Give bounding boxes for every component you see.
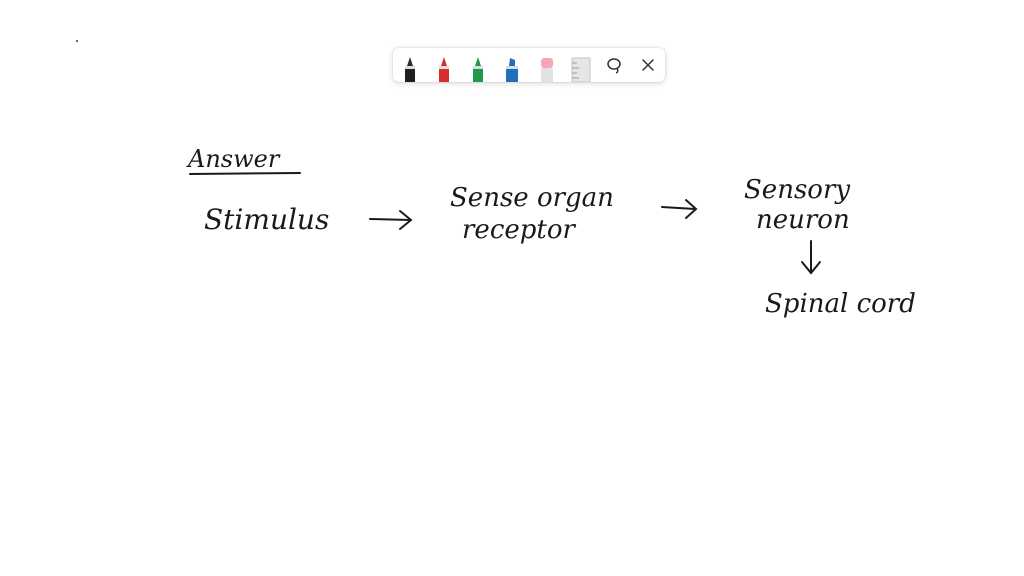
eraser-tool[interactable] xyxy=(534,48,560,82)
ruler-icon xyxy=(571,57,591,82)
node-sensory-line1: Sensory xyxy=(744,175,850,205)
eraser-icon xyxy=(541,58,553,82)
node-stimulus: Stimulus xyxy=(204,203,329,236)
arrow-right-1 xyxy=(369,210,413,230)
close-toolbar-button[interactable] xyxy=(635,48,661,82)
node-spinal-cord: Spinal cord xyxy=(765,289,916,319)
ruler-tool[interactable] xyxy=(568,48,594,82)
pen-red-icon xyxy=(439,57,449,82)
stray-ink-dot xyxy=(76,40,78,42)
node-sense-organ-line2: receptor xyxy=(462,215,577,245)
node-sense-organ-line1: Sense organ xyxy=(450,183,614,213)
highlighter-blue-icon xyxy=(506,58,518,82)
pen-green-tool[interactable] xyxy=(465,48,491,82)
arrow-down xyxy=(801,240,821,275)
lasso-select-tool[interactable] xyxy=(601,48,627,82)
node-sensory-line2: neuron xyxy=(756,205,850,235)
close-icon xyxy=(642,59,654,71)
pen-green-icon xyxy=(473,57,483,82)
heading-answer: Answer xyxy=(186,145,281,173)
ink-toolbar xyxy=(393,48,665,82)
heading-underline xyxy=(189,172,301,175)
pen-black-tool[interactable] xyxy=(397,48,423,82)
highlighter-blue-tool[interactable] xyxy=(499,48,525,82)
arrow-right-2 xyxy=(661,199,698,219)
pen-black-icon xyxy=(405,57,415,82)
pen-red-tool[interactable] xyxy=(431,48,457,82)
lasso-icon xyxy=(607,58,621,74)
